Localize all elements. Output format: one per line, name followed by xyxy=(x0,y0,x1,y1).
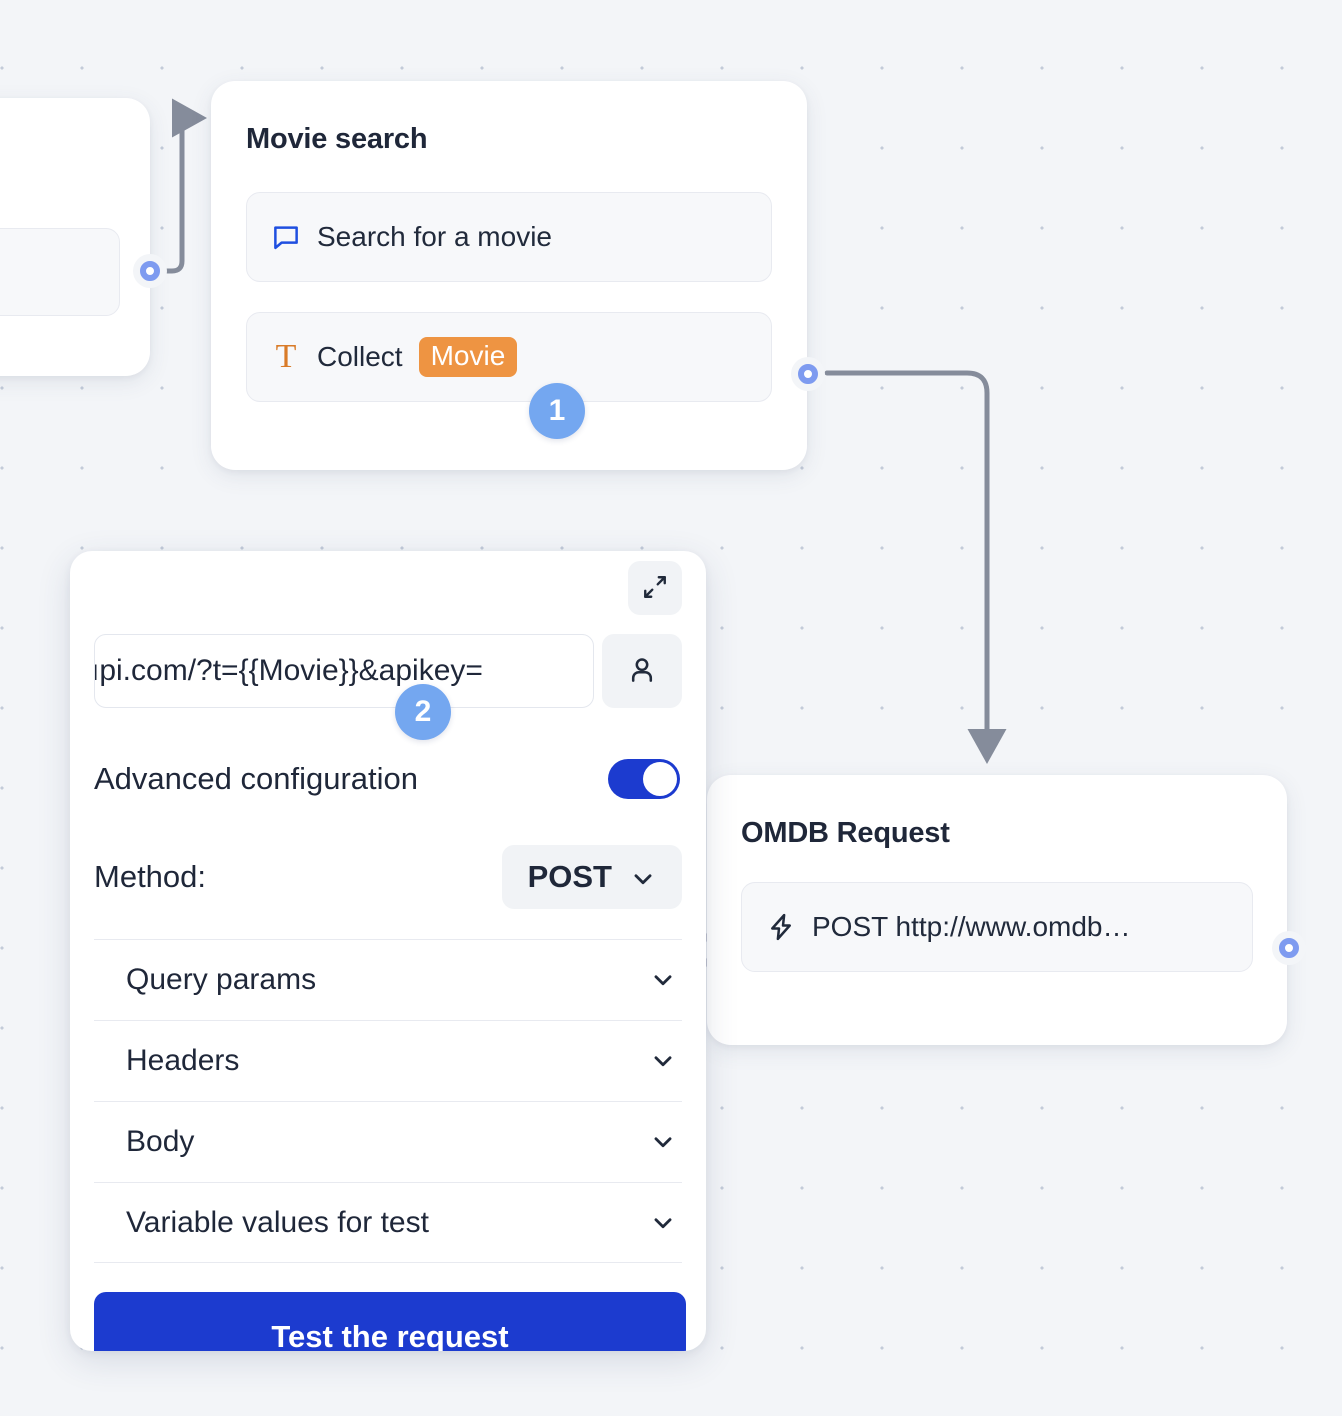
node-row-collect-movie[interactable]: T Collect Movie xyxy=(246,312,772,402)
method-select[interactable]: POST xyxy=(501,845,682,909)
method-value: POST xyxy=(527,859,612,894)
node-row-placeholder[interactable] xyxy=(0,228,120,316)
chevron-down-icon xyxy=(630,864,656,890)
connector-handle-movie-search[interactable] xyxy=(791,357,825,391)
edge-movie-to-omdb xyxy=(824,370,1007,765)
chevron-down-icon[interactable] xyxy=(650,1048,676,1074)
edge-left-to-movie xyxy=(159,98,208,274)
variable-chip-movie[interactable]: Movie xyxy=(418,336,518,378)
auth-user-button[interactable] xyxy=(602,634,682,708)
step-badge-1: 1 xyxy=(529,383,585,439)
node-card-partial-left[interactable] xyxy=(0,98,150,376)
request-url-input[interactable]: ıpi.com/?t={{Movie}}&apikey= xyxy=(94,634,594,708)
step-badge-2: 2 xyxy=(395,684,451,740)
chevron-down-icon[interactable] xyxy=(650,1210,676,1236)
request-config-panel[interactable]: ıpi.com/?t={{Movie}}&apikey= Advanced co… xyxy=(70,551,706,1351)
config-sections-accordion: Query params Headers xyxy=(94,939,682,1263)
chevron-down-icon[interactable] xyxy=(650,967,676,993)
node-row-label: Search for a movie xyxy=(317,221,552,252)
person-icon xyxy=(626,654,658,689)
test-the-request-button[interactable]: Test the request xyxy=(94,1292,686,1351)
expand-diagonal-icon xyxy=(642,574,668,603)
node-row-search-for-a-movie[interactable]: Search for a movie xyxy=(246,192,772,282)
node-row-label: POST http://www.omdb… xyxy=(812,911,1131,942)
expand-panel-button[interactable] xyxy=(628,561,682,615)
section-label: Query params xyxy=(126,963,317,996)
node-title-movie-search: Movie search xyxy=(246,123,428,155)
lightning-bolt-icon xyxy=(766,911,796,943)
section-label: Variable values for test xyxy=(126,1205,429,1239)
node-card-movie-search[interactable]: Movie search Search for a movie T Collec… xyxy=(211,81,807,470)
node-card-omdb-request[interactable]: OMDB Request POST http://www.omdb… xyxy=(707,775,1287,1045)
toggle-knob xyxy=(643,762,677,796)
section-label: Headers xyxy=(126,1044,240,1077)
section-label: Body xyxy=(126,1125,195,1158)
request-url-value: ıpi.com/?t={{Movie}}&apikey= xyxy=(94,654,483,687)
node-row-omdb-post[interactable]: POST http://www.omdb… xyxy=(741,882,1253,972)
chat-bubble-icon xyxy=(271,222,301,252)
method-label: Method: xyxy=(94,859,207,894)
node-row-label: Collect xyxy=(317,341,403,372)
serif-t-icon: T xyxy=(275,338,297,375)
section-variable-values-for-test[interactable]: Variable values for test xyxy=(94,1182,682,1263)
advanced-configuration-label: Advanced configuration xyxy=(94,761,419,796)
section-headers[interactable]: Headers xyxy=(94,1020,682,1101)
chevron-down-icon[interactable] xyxy=(650,1129,676,1155)
section-body[interactable]: Body xyxy=(94,1101,682,1182)
node-title-omdb-request: OMDB Request xyxy=(741,817,950,849)
section-query-params[interactable]: Query params xyxy=(94,939,682,1020)
url-field-row[interactable]: ıpi.com/?t={{Movie}}&apikey= xyxy=(94,634,682,708)
connector-handle-omdb-request[interactable] xyxy=(1272,931,1306,965)
method-row: Method: POST xyxy=(94,845,682,909)
advanced-configuration-toggle[interactable] xyxy=(608,759,680,799)
advanced-configuration-row[interactable]: Advanced configuration xyxy=(94,759,682,799)
connector-handle-left-card[interactable] xyxy=(133,254,167,288)
